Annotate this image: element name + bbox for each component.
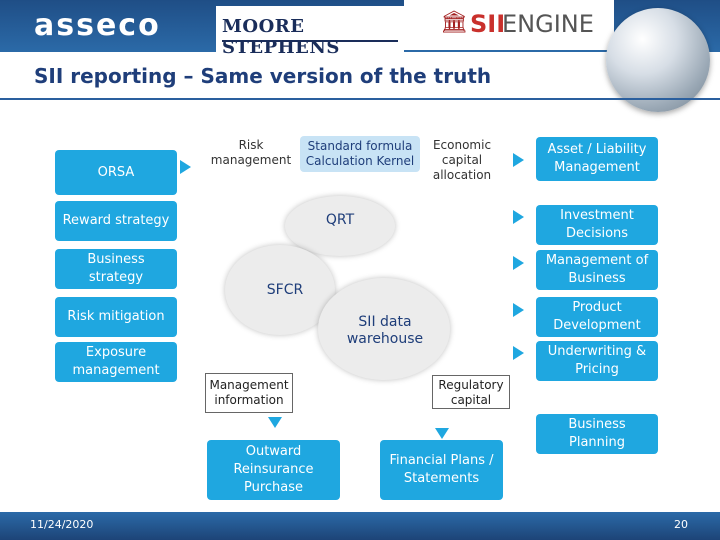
right-box-alm: Asset / Liability Management <box>536 137 658 181</box>
right-box-management-of-business: Management of Business <box>536 250 658 290</box>
page-title: SII reporting – Same version of the trut… <box>34 64 492 88</box>
gear-warehouse <box>318 278 450 380</box>
gear-sfcr <box>225 245 335 335</box>
right-box-investment-decisions: Investment Decisions <box>536 205 658 245</box>
left-box-risk-mitigation: Risk mitigation <box>55 297 177 337</box>
management-information-panel: Management information <box>205 373 293 413</box>
footer-date: 11/24/2020 <box>30 518 94 531</box>
warehouse-label: SII data warehouse <box>346 314 424 347</box>
standard-formula-label: Standard formula Calculation Kernel <box>300 136 420 172</box>
moore-stephens-logo: MOORE STEPHENS <box>216 6 404 58</box>
gear-qrt <box>285 196 395 256</box>
arrow-right-icon <box>513 303 524 317</box>
risk-management-label: Risk management <box>210 138 292 167</box>
arrow-right-icon <box>513 256 524 270</box>
sfcr-label: SFCR <box>266 282 304 298</box>
footer-bar <box>0 512 720 540</box>
sii-text: SII <box>470 10 506 38</box>
arrow-down-icon <box>268 417 282 428</box>
title-divider <box>0 98 720 100</box>
left-box-exposure-management: Exposure management <box>55 342 177 382</box>
regulatory-capital-panel: Regulatory capital <box>432 375 510 409</box>
footer-page-number: 20 <box>674 518 688 531</box>
arrow-right-icon <box>513 153 524 167</box>
left-box-orsa: ORSA <box>55 150 177 195</box>
right-box-underwriting-pricing: Underwriting & Pricing <box>536 341 658 381</box>
sii-engine-logo: 🏛 SII ENGINE <box>404 0 614 50</box>
building-icon: 🏛 <box>440 10 468 35</box>
arrow-down-icon <box>435 428 449 439</box>
bottom-box-outward-reinsurance: Outward Reinsurance Purchase <box>207 440 340 500</box>
arrow-right-icon <box>513 210 524 224</box>
asseco-logo: asseco <box>34 8 161 43</box>
right-box-product-development: Product Development <box>536 297 658 337</box>
qrt-label: QRT <box>325 212 355 228</box>
left-box-business-strategy: Business strategy <box>55 249 177 289</box>
engine-text: ENGINE <box>502 10 594 38</box>
right-box-business-planning: Business Planning <box>536 414 658 454</box>
left-box-reward-strategy: Reward strategy <box>55 201 177 241</box>
globe-icon <box>606 8 710 112</box>
arrow-right-icon <box>513 346 524 360</box>
bottom-box-financial-plans: Financial Plans / Statements <box>380 440 503 500</box>
economic-capital-label: Economic capital allocation <box>432 138 492 182</box>
arrow-right-icon <box>180 160 191 174</box>
moore-stephens-underline <box>222 40 398 42</box>
moore-stephens-text: MOORE STEPHENS <box>222 16 340 58</box>
